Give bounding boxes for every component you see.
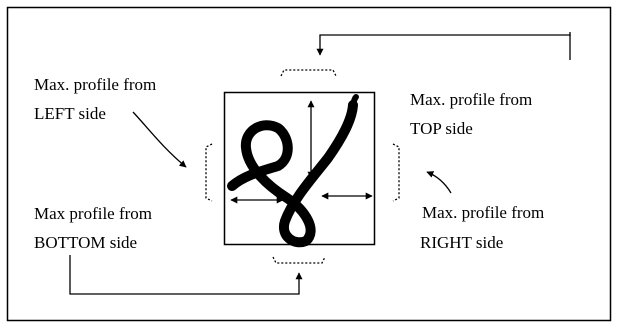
left-label-line1: Max. profile from — [34, 75, 156, 94]
right-label-line1: Max. profile from — [422, 203, 544, 222]
left-label-pointer — [132, 111, 187, 168]
diagram-frame — [6, 6, 612, 322]
bottom-label-line2: BOTTOM side — [34, 233, 137, 252]
handwritten-glyph — [227, 94, 359, 248]
top-connector-line — [316, 34, 571, 60]
top-label-line2: TOP side — [410, 119, 473, 138]
right-profile-bracket — [392, 143, 400, 202]
bottom-label-line1: Max profile from — [34, 204, 152, 223]
bottom-connector-line — [69, 255, 303, 295]
top-label-line1: Max. profile from — [410, 90, 532, 109]
top-profile-bracket — [280, 69, 337, 77]
left-profile-bracket — [205, 143, 213, 202]
right-label-pointer — [426, 171, 452, 194]
right-label-line2: RIGHT side — [420, 233, 503, 252]
left-label-line2: LEFT side — [34, 104, 106, 123]
bottom-profile-bracket — [272, 256, 326, 264]
